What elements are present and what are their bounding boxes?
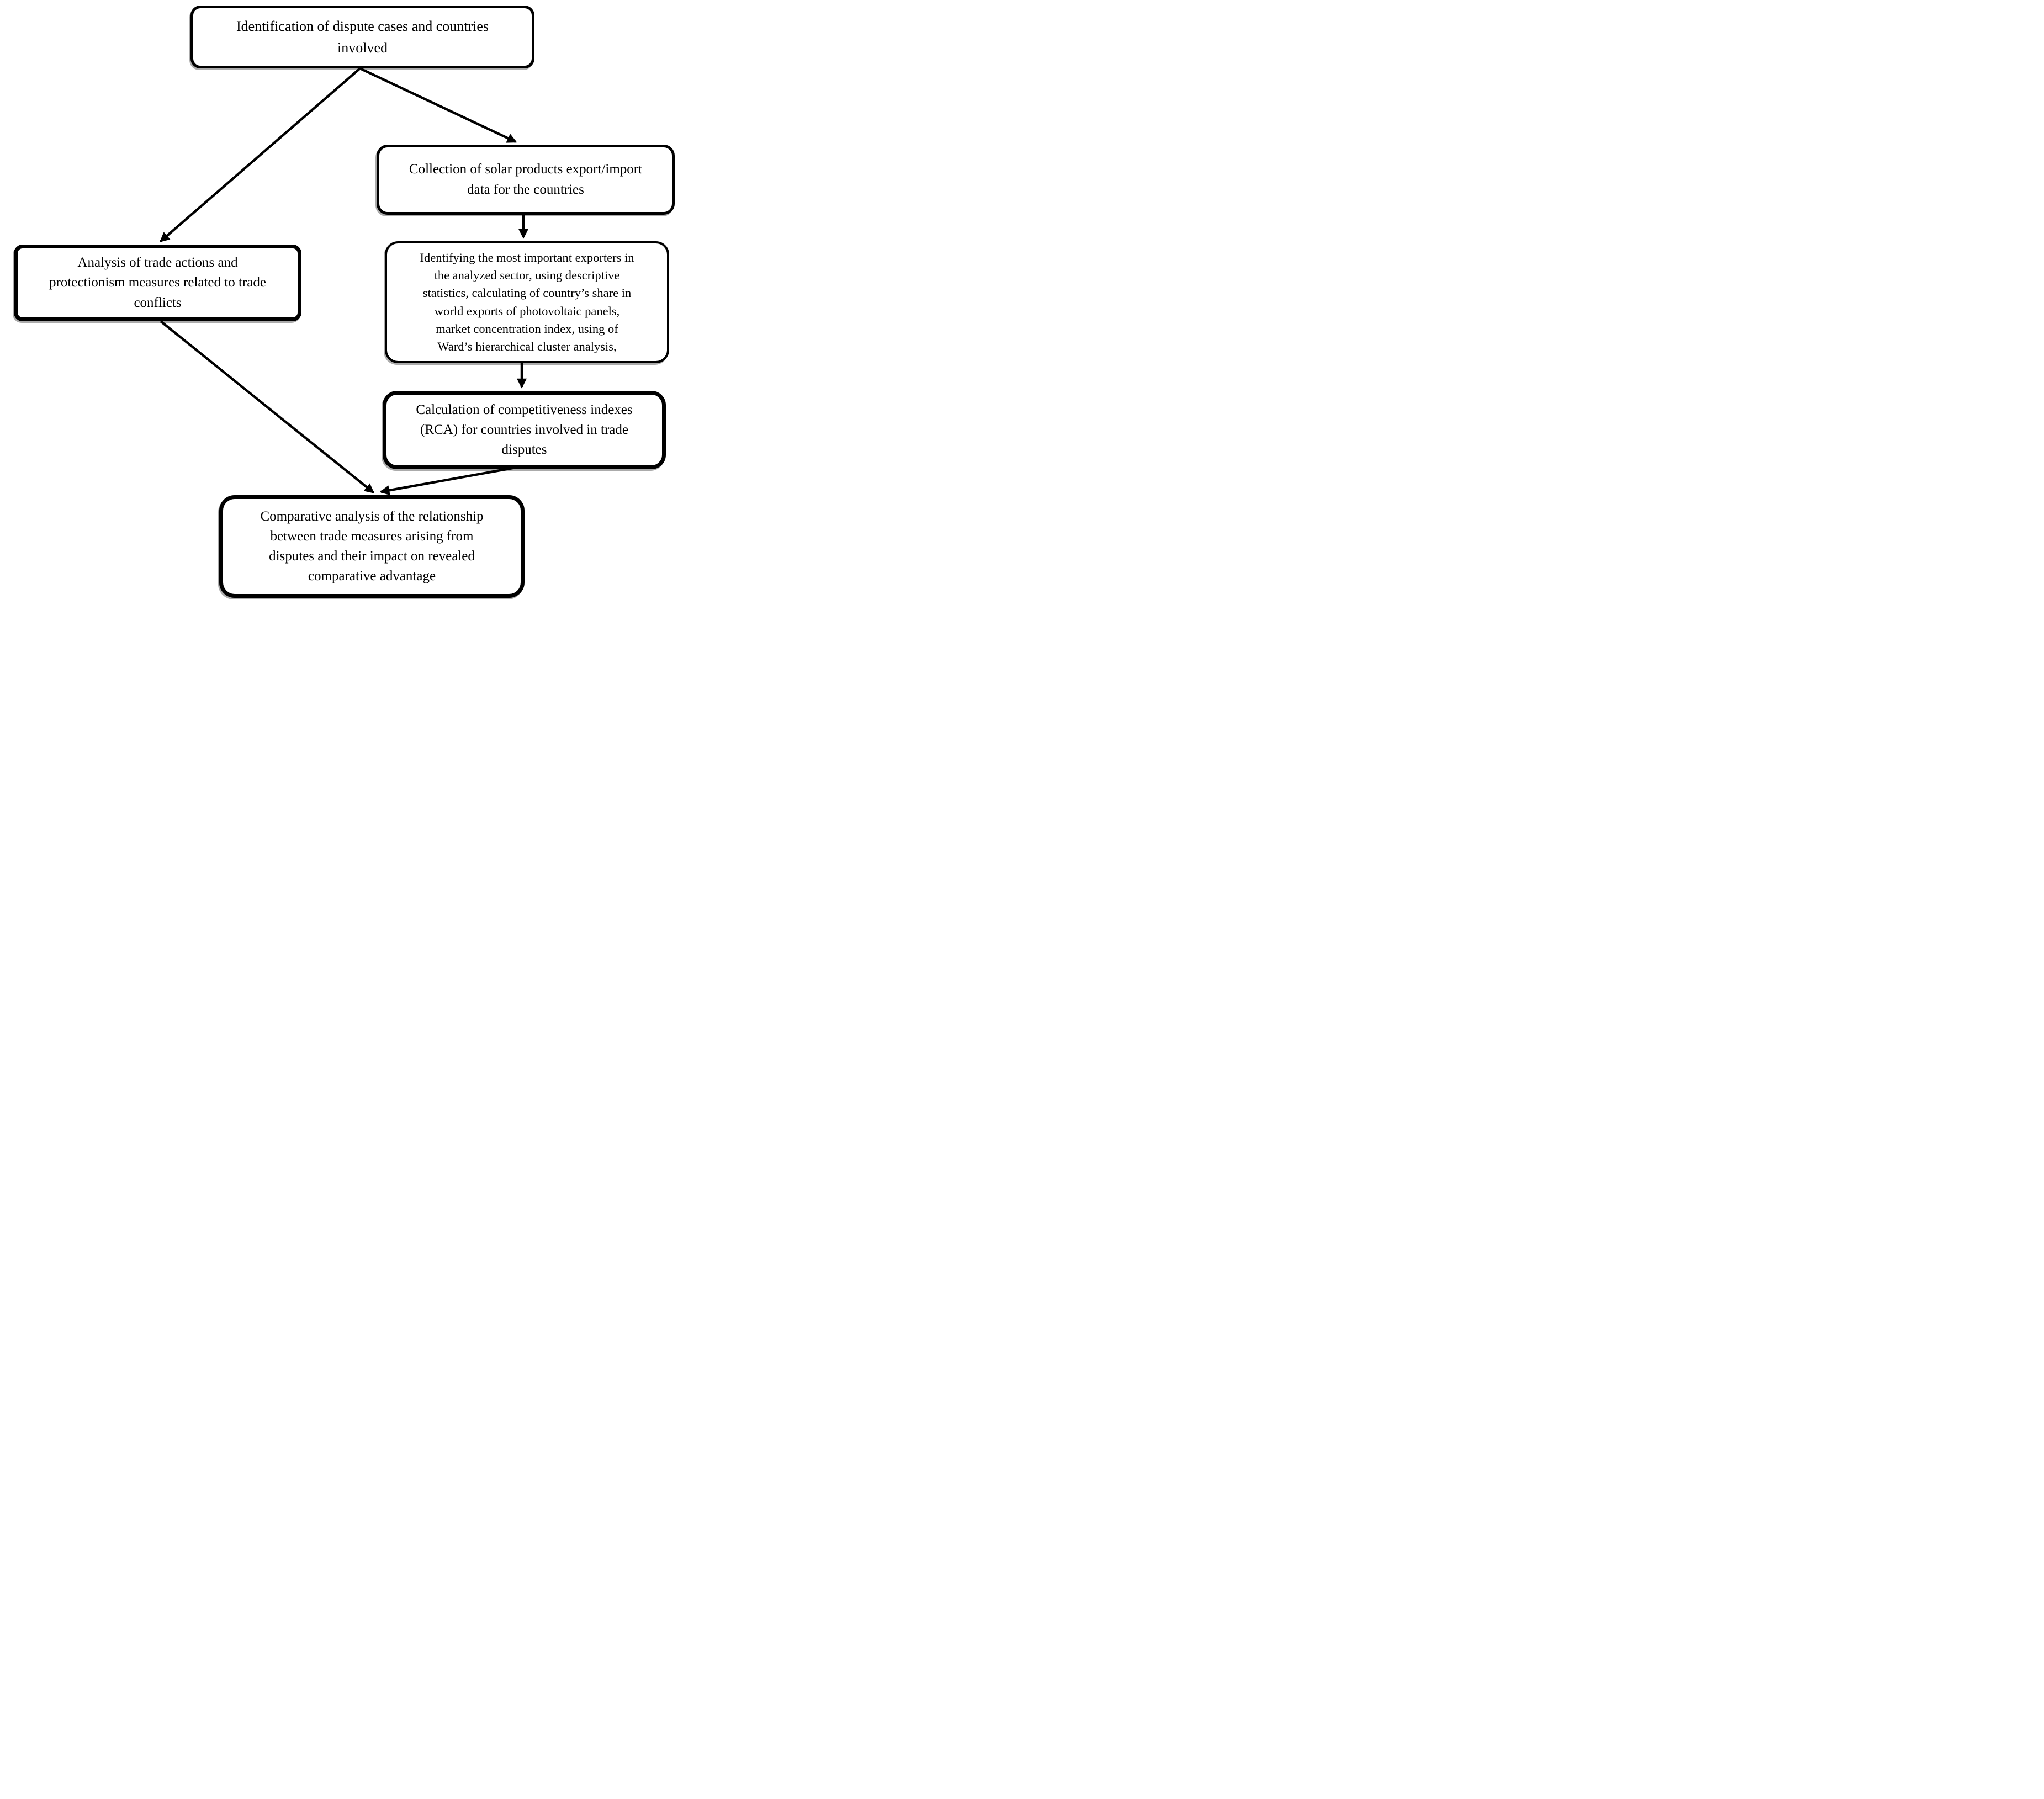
arrow-identification-to-analysis bbox=[159, 67, 361, 242]
flow-box-comparative-analysis: Comparative analysis of the relationship… bbox=[219, 495, 525, 598]
arrow-identification-to-collection bbox=[359, 67, 517, 144]
arrow-calculation-to-comparative bbox=[379, 465, 519, 496]
flowchart: Identification of dispute cases and coun… bbox=[0, 0, 681, 599]
arrow-analysis-to-comparative bbox=[160, 320, 375, 493]
flow-box-comparative-analysis-text: Comparative analysis of the relationship… bbox=[260, 508, 484, 584]
flow-box-analysis-trade-actions: Analysis of trade actions and protection… bbox=[14, 245, 301, 321]
flow-box-calculation-rca-text: Calculation of competitiveness indexes (… bbox=[416, 402, 633, 458]
flow-box-calculation-rca: Calculation of competitiveness indexes (… bbox=[383, 391, 666, 469]
flow-box-identifying-exporters-text: Identifying the most important exporters… bbox=[420, 250, 634, 353]
flow-box-identification: Identification of dispute cases and coun… bbox=[190, 6, 534, 68]
flow-box-collection: Collection of solar products export/impo… bbox=[377, 145, 675, 215]
flow-box-analysis-trade-actions-text: Analysis of trade actions and protection… bbox=[49, 255, 266, 310]
flow-box-identification-text: Identification of dispute cases and coun… bbox=[236, 18, 489, 56]
flow-box-identifying-exporters: Identifying the most important exporters… bbox=[385, 241, 669, 363]
flow-box-collection-text: Collection of solar products export/impo… bbox=[409, 162, 643, 197]
